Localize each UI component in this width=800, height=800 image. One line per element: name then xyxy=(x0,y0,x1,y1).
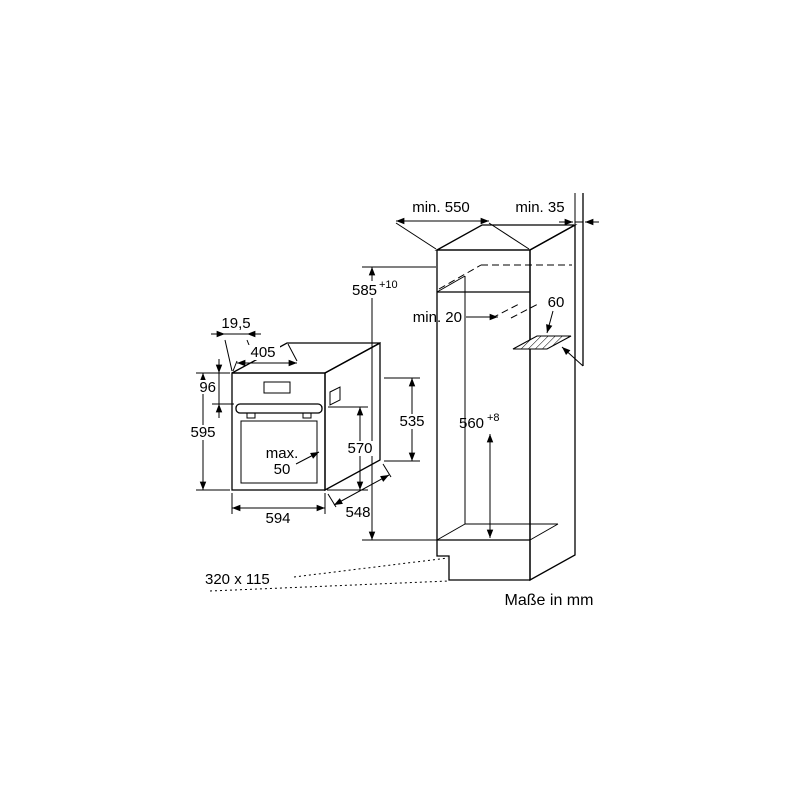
cabinet-right-face xyxy=(529,223,576,582)
label-cabinet-rear-gap: min. 35 xyxy=(515,199,564,216)
hidden-shelf-slant xyxy=(438,264,482,290)
niche-floor-left-slant xyxy=(436,523,466,541)
label-niche-height: 585 xyxy=(352,282,377,299)
oven-drawing xyxy=(231,341,381,492)
label-niche-height-tolerance: +10 xyxy=(379,279,398,291)
label-door-clearance-max: max. xyxy=(266,445,299,462)
oven-handle-bar xyxy=(235,403,323,414)
label-oven-panel-height: 96 xyxy=(199,379,216,396)
label-niche-width-tolerance: +8 xyxy=(487,412,500,424)
label-oven-height: 595 xyxy=(190,424,215,441)
niche-floor-right-slant xyxy=(529,523,559,541)
label-plinth-recess: 320 x 115 xyxy=(205,571,270,588)
label-masks xyxy=(187,281,427,456)
label-oven-width: 594 xyxy=(265,510,290,527)
cabinet-drawing xyxy=(434,193,584,582)
oven-handle-mount-right xyxy=(302,412,312,419)
label-oven-depth: 548 xyxy=(345,504,370,521)
oven-front-face xyxy=(231,372,326,491)
vent-channel-hatched xyxy=(512,335,572,350)
label-oven-inner-height: 570 xyxy=(347,440,372,457)
oven-door-window xyxy=(240,420,318,484)
niche-ceiling-slant xyxy=(436,275,466,293)
label-oven-body-height: 535 xyxy=(399,413,424,430)
label-cabinet-min-depth: min. 550 xyxy=(412,199,470,216)
label-oven-top-depth: 405 xyxy=(250,344,275,361)
cabinet-top-face xyxy=(434,224,578,251)
label-vent-gap: min. 20 xyxy=(413,309,462,326)
unit-note: Maße in mm xyxy=(505,592,594,609)
oven-control-display xyxy=(263,381,291,394)
dimension-labels: min. 550 min. 35 585 +10 min. 20 60 560 … xyxy=(190,199,593,609)
label-niche-width: 560 xyxy=(459,415,484,432)
label-oven-handle-depth: 19,5 xyxy=(221,315,250,332)
label-door-clearance-value: 50 xyxy=(274,461,291,478)
vent-slot-hidden-2 xyxy=(510,303,539,319)
oven-handle-mount-left xyxy=(246,412,256,419)
oven-side-latch xyxy=(329,386,341,406)
label-vent-channel: 60 xyxy=(548,294,565,311)
